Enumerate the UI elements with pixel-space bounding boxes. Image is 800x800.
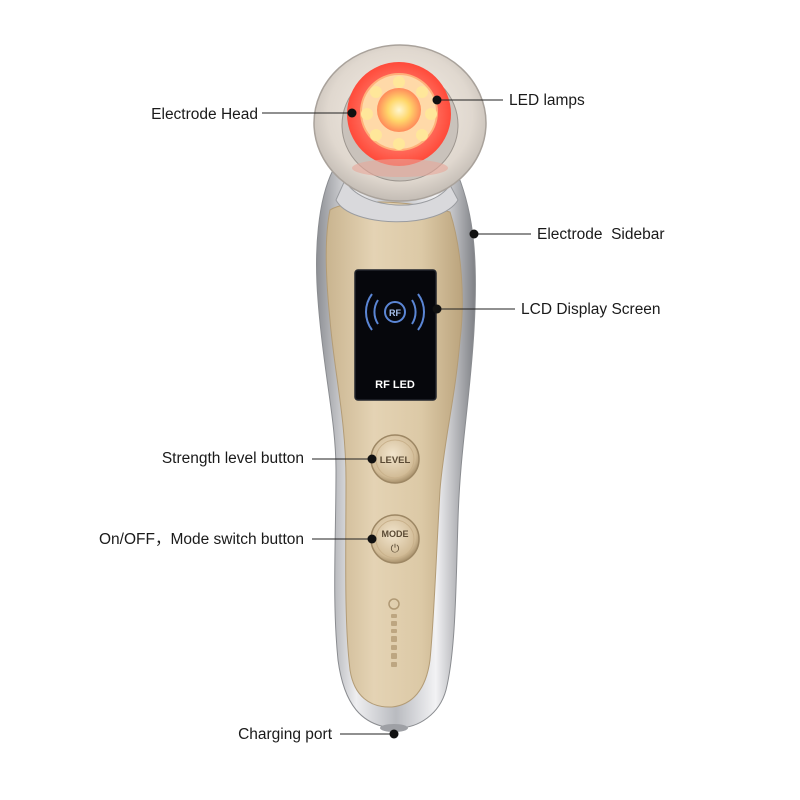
lcd-display-screen [354, 269, 437, 401]
screen-mode-text: RF LED [375, 379, 415, 391]
leader-dots [347, 95, 479, 739]
label-charging-port: Charging port [238, 726, 332, 743]
leader-lines [262, 99, 531, 735]
charging-port [380, 724, 408, 732]
power-icon: ⏻ [391, 543, 400, 555]
led-lamp [425, 108, 437, 120]
label-lcd-display: LCD Display Screen [521, 301, 661, 318]
led-lamp [416, 86, 428, 98]
label-mode-switch: On/OFF，Mode switch button [98, 531, 304, 548]
label-electrode-head: Electrode Head [151, 106, 258, 123]
led-lamp [393, 76, 405, 88]
mode-button-label: MODE [382, 529, 409, 539]
led-lamps [361, 76, 437, 150]
led-center [377, 88, 421, 132]
label-strength-level: Strength level button [161, 450, 304, 467]
neck-chrome [335, 178, 459, 223]
mode-switch-button[interactable] [370, 514, 420, 564]
head-bottom-band [352, 159, 448, 177]
brand-logo-icon [388, 598, 400, 667]
rf-wave-icon [365, 293, 425, 331]
led-lamp [416, 129, 428, 141]
led-lamp [393, 138, 405, 150]
led-lamp [370, 129, 382, 141]
led-lamp [370, 86, 382, 98]
rf-badge: RF [389, 308, 401, 318]
level-button-label: LEVEL [380, 455, 411, 466]
led-lamp [361, 108, 373, 120]
label-led-lamps: LED lamps [509, 92, 585, 109]
label-electrode-sidebar: Electrode Sidebar [537, 226, 665, 243]
